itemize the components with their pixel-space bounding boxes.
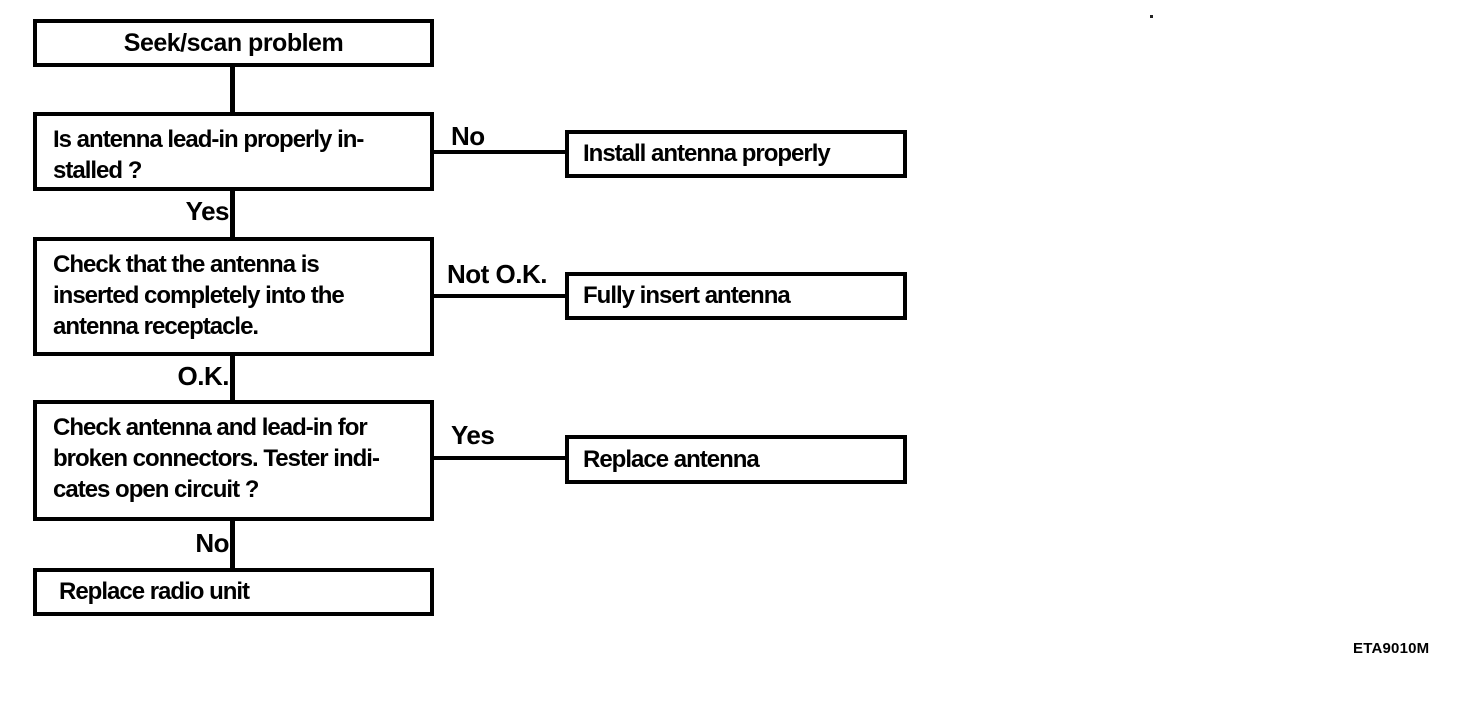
connector-right-1 <box>434 150 565 154</box>
edge-label-ok: O.K. <box>177 361 230 391</box>
edge-label-no-1: No <box>451 121 485 151</box>
result-box-2: Fully insert antenna <box>565 272 907 320</box>
decision-box-3: Check antenna and lead-in for broken con… <box>33 400 434 521</box>
result-box-3: Replace antenna <box>565 435 907 484</box>
connector-down-2 <box>230 191 235 237</box>
decision-box-3-text: Check antenna and lead-in for broken con… <box>53 414 380 503</box>
final-box: Replace radio unit <box>33 568 434 616</box>
decision-box-1: Is antenna lead-in properly in- stalled … <box>33 112 434 191</box>
start-box: Seek/scan problem <box>33 19 434 67</box>
connector-down-1 <box>230 67 235 112</box>
connector-down-4 <box>230 521 235 568</box>
scan-artifact-dot <box>1150 15 1153 18</box>
figure-code: ETA9010M <box>1353 640 1430 657</box>
decision-box-2-text: Check that the antenna is inserted compl… <box>53 251 345 340</box>
edge-label-yes-2: Yes <box>451 420 495 450</box>
edge-label-no-2: No <box>195 528 229 558</box>
edge-label-yes-1: Yes <box>185 196 230 226</box>
edge-label-not-ok: Not O.K. <box>447 259 548 289</box>
decision-box-2: Check that the antenna is inserted compl… <box>33 237 434 356</box>
result-box-1: Install antenna properly <box>565 130 907 178</box>
final-box-text: Replace radio unit <box>59 578 250 605</box>
connector-right-3 <box>434 456 565 460</box>
connector-right-2 <box>434 294 565 298</box>
connector-down-3 <box>230 356 235 400</box>
decision-box-1-text: Is antenna lead-in properly in- stalled … <box>53 126 364 184</box>
